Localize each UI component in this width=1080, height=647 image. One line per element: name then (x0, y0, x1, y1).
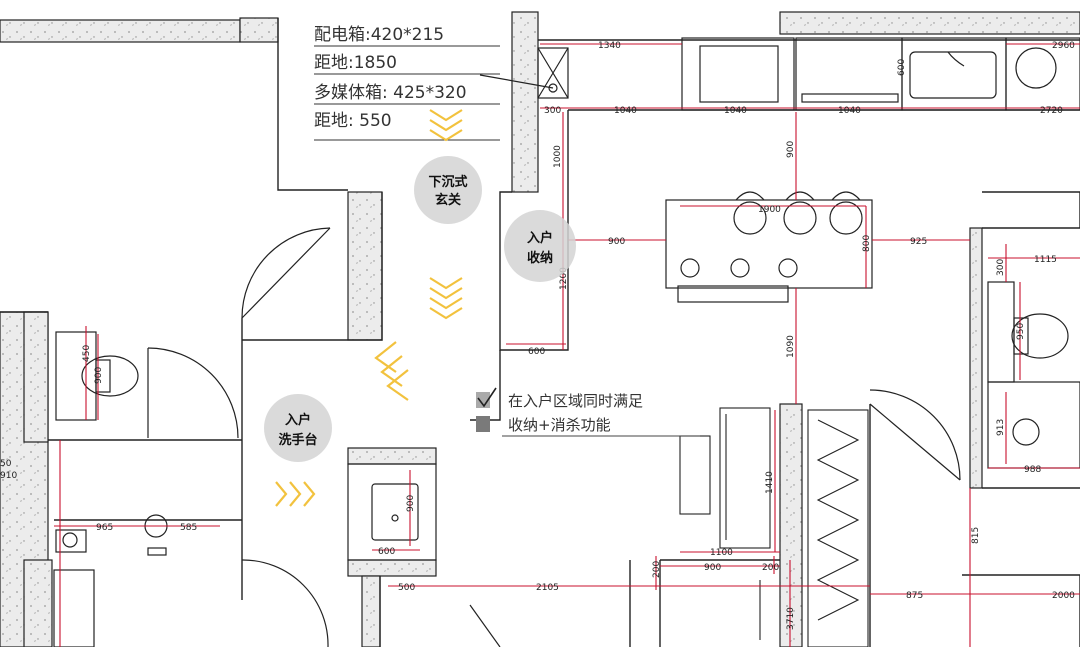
dim-label: 1090 (786, 335, 796, 358)
flow-arrows (275, 109, 463, 507)
bubble-entry-storage: 入户 收纳 (504, 210, 576, 282)
dim-label: 600 (528, 347, 545, 357)
dim-label: 965 (96, 523, 113, 533)
dim-label: 913 (996, 419, 1006, 436)
toilet-icon (1011, 313, 1069, 359)
chevron-right-icon (275, 481, 316, 507)
dim-label: 1410 (765, 471, 775, 494)
dim-label: 450 (82, 345, 92, 362)
dim-label: 2960 (1052, 41, 1075, 51)
callout-line-1: 在入户区域同时满足 (508, 392, 643, 410)
dim-label: 800 (862, 235, 872, 252)
dim-label: 1100 (710, 548, 733, 558)
dim-label: 1040 (724, 106, 747, 116)
dim-label: 1000 (553, 145, 563, 168)
bubble-label: 下沉式 (428, 174, 467, 190)
wash-basin (347, 463, 437, 561)
dim-label: 200 (652, 561, 662, 578)
dim-label: 300 (544, 106, 561, 116)
bubble-label: 收纳 (527, 250, 553, 266)
kitchen-fixtures (479, 37, 1080, 111)
chevron-left-icon (374, 341, 409, 401)
toilet-icon (81, 355, 139, 397)
dim-label: 1040 (614, 106, 637, 116)
power-box-height-label: 距地:1850 (314, 53, 397, 73)
walls (0, 11, 1080, 647)
dim-label: 1340 (598, 41, 621, 51)
dim-label: 988 (1024, 465, 1041, 475)
wardrobe (679, 407, 869, 647)
bubble-entry-wash: 入户 洗手台 (264, 394, 332, 462)
wall-outlines (0, 18, 1080, 647)
dim-label: 910 (0, 471, 17, 481)
chevron-down-icon (429, 277, 463, 320)
media-box-label: 多媒体箱: 425*320 (314, 83, 467, 103)
dim-label: 925 (910, 237, 927, 247)
dim-label: 900 (406, 495, 416, 512)
dim-label: 900 (786, 141, 796, 158)
dimension-labels: 1340 2960 600 300 1040 1040 1040 2720 10… (0, 41, 1075, 630)
dim-label: 2000 (1052, 591, 1075, 601)
dim-label: 300 (996, 259, 1006, 276)
dim-label: 600 (378, 547, 395, 557)
dimension-lines (54, 43, 1080, 647)
bubble-label: 入户 (285, 412, 311, 428)
dim-label: 200 (762, 563, 779, 573)
power-box-label: 配电箱:420*215 (314, 25, 444, 45)
bathroom-left (53, 331, 168, 647)
dim-label: 815 (971, 527, 981, 544)
checkmark-icon (477, 387, 497, 408)
bathroom-right (987, 281, 1080, 469)
sink-icon (1012, 418, 1040, 446)
dim-label: 2720 (1040, 106, 1063, 116)
bubble-label: 入户 (527, 230, 553, 246)
callout-line-2: 收纳+消杀功能 (508, 416, 611, 434)
dim-label: 875 (906, 591, 923, 601)
dim-label: 585 (180, 523, 197, 533)
dim-label: 1200 (559, 267, 569, 290)
chevron-down-icon (429, 109, 463, 142)
bubble-label: 玄关 (435, 192, 461, 208)
dim-label: 600 (897, 59, 907, 76)
dim-label: 1900 (758, 205, 781, 215)
dim-label: 2105 (536, 583, 559, 593)
dim-label: 900 (608, 237, 625, 247)
island (665, 191, 873, 303)
dim-label: 950 (1016, 323, 1026, 340)
dim-label: 900 (94, 367, 104, 384)
electrical-annotation: 配电箱:420*215 距地:1850 多媒体箱: 425*320 距地: 55… (314, 25, 500, 141)
dim-label: 50 (0, 459, 12, 469)
sink-icon (909, 51, 997, 99)
bubble-label: 洗手台 (278, 432, 317, 448)
washer-icon (1015, 47, 1057, 89)
dim-label: 900 (704, 563, 721, 573)
bar-stool-icons (680, 191, 863, 278)
distribution-box-icon (537, 47, 569, 99)
bubble-sunken-foyer: 下沉式 玄关 (414, 156, 482, 224)
dim-label: 500 (398, 583, 415, 593)
dim-label: 3710 (786, 607, 796, 630)
callout-note: 在入户区域同时满足 收纳+消杀功能 (476, 387, 700, 437)
dim-label: 1115 (1034, 255, 1057, 265)
media-box-height-label: 距地: 550 (314, 111, 392, 131)
doors (147, 227, 961, 647)
dim-label: 1040 (838, 106, 861, 116)
